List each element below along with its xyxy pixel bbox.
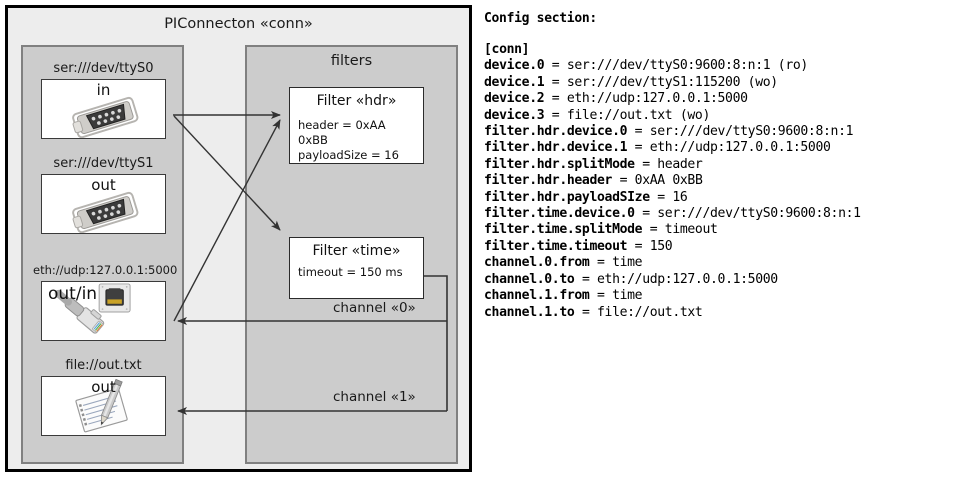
filter-props-hdr: header = 0xAA 0xBB payloadSize = 16	[298, 118, 419, 163]
config-line: filter.time.device.0 = ser:///dev/ttyS0:…	[484, 206, 961, 222]
device-direction-ttys0: in	[96, 81, 111, 99]
config-line-key: device.0	[484, 58, 545, 74]
text-file-icon	[75, 378, 128, 433]
config-line: filter.hdr.device.0 = ser:///dev/ttyS0:9…	[484, 124, 961, 140]
config-line-value: = eth://udp:127.0.0.1:5000	[574, 271, 778, 287]
config-line: device.0 = ser:///dev/ttyS0:9600:8:n:1 (…	[484, 58, 961, 74]
config-line-key: filter.hdr.header	[484, 173, 613, 189]
config-line: device.2 = eth://udp:127.0.0.1:5000	[484, 91, 961, 107]
config-line-value: = time	[589, 288, 643, 304]
config-line-key: channel.0.to	[484, 271, 575, 287]
config-line-key: filter.time.timeout	[484, 238, 628, 254]
device-direction-ttys1: out	[91, 176, 116, 194]
config-line-value: = ser:///dev/ttyS0:9600:8:n:1	[627, 124, 854, 140]
config-line: filter.time.splitMode = timeout	[484, 222, 961, 238]
config-line-key: filter.time.splitMode	[484, 222, 643, 238]
config-line-value: = time	[589, 255, 643, 271]
config-line-value: = file://out.txt (wo)	[544, 107, 711, 123]
config-line-value: = ser:///dev/ttyS1:115200 (wo)	[544, 74, 778, 90]
config-line-key: device.2	[484, 91, 545, 107]
config-line: [conn]	[484, 42, 961, 58]
config-line-key: filter.hdr.splitMode	[484, 156, 635, 172]
config-line: filter.hdr.device.1 = eth://udp:127.0.0.…	[484, 140, 961, 156]
device-direction-eth: out/in	[48, 284, 98, 304]
config-line-value: = ser:///dev/ttyS0:9600:8:n:1 (ro)	[544, 58, 808, 74]
device-label-ttys1: ser:///dev/ttyS1	[53, 156, 154, 171]
filter-prop: header = 0xAA 0xBB	[298, 118, 386, 147]
config-line: channel.0.to = eth://udp:127.0.0.1:5000	[484, 272, 961, 288]
config-line-key: filter.hdr.payloadSIze	[484, 189, 650, 205]
filter-box-time[interactable]: Filter «time» timeout = 150 ms	[289, 237, 424, 299]
config-line-key: channel.1.to	[484, 304, 575, 320]
device-card-ttys0[interactable]: in	[41, 79, 166, 139]
device-label-eth: eth://udp:127.0.0.1:5000	[33, 263, 178, 277]
device-entry-file[interactable]: file://out.txt out	[33, 357, 174, 436]
config-heading: Config section:	[484, 11, 597, 26]
channel-label-1: channel «1»	[333, 389, 416, 405]
filter-title-time: Filter «time»	[312, 243, 401, 259]
filter-props-time: timeout = 150 ms	[298, 265, 419, 280]
config-line-key: filter.time.device.0	[484, 206, 635, 222]
connector-container: PIConnecton «conn» ser:///dev/ttyS0 in	[5, 5, 472, 472]
device-card-eth[interactable]: out/in	[41, 281, 166, 341]
config-line-value: = eth://udp:127.0.0.1:5000	[544, 91, 748, 107]
device-direction-file: out	[91, 378, 116, 396]
channel-label-0: channel «0»	[333, 300, 416, 316]
devices-panel: ser:///dev/ttyS0 in	[21, 45, 184, 464]
config-line-key: [conn]	[484, 42, 530, 57]
config-line-value: = file://out.txt	[574, 304, 703, 320]
connector-title: PIConnecton «conn»	[164, 16, 313, 32]
filter-box-hdr[interactable]: Filter «hdr» header = 0xAA 0xBB payloadS…	[289, 87, 424, 164]
config-line: device.1 = ser:///dev/ttyS1:115200 (wo)	[484, 75, 961, 91]
device-label-ttys0: ser:///dev/ttyS0	[53, 61, 154, 76]
config-line-key: device.3	[484, 107, 545, 123]
device-entry-eth[interactable]: eth://udp:127.0.0.1:5000 out/in	[33, 262, 178, 341]
config-line: filter.hdr.payloadSIze = 16	[484, 190, 961, 206]
config-line: filter.hdr.splitMode = header	[484, 157, 961, 173]
config-text: [conn]device.0 = ser:///dev/ttyS0:9600:8…	[484, 42, 961, 321]
config-line-key: channel.0.from	[484, 255, 590, 271]
device-label-file: file://out.txt	[65, 358, 142, 373]
config-line-value: = header	[634, 156, 703, 172]
config-line: filter.hdr.header = 0xAA 0xBB	[484, 173, 961, 189]
config-line-key: device.1	[484, 74, 545, 90]
ethernet-rj45-icon	[54, 283, 131, 334]
device-entry-ttys1[interactable]: ser:///dev/ttyS1 out	[33, 155, 174, 234]
config-line-value: = 0xAA 0xBB	[612, 173, 703, 189]
config-line-value: = 16	[649, 189, 688, 205]
config-line-key: channel.1.from	[484, 288, 590, 304]
serial-db9-icon	[72, 96, 139, 138]
config-line-value: = eth://udp:127.0.0.1:5000	[627, 140, 831, 156]
device-entry-ttys0[interactable]: ser:///dev/ttyS0 in	[33, 60, 174, 139]
config-section: Config section: [conn]device.0 = ser:///…	[481, 6, 961, 476]
config-line: channel.0.from = time	[484, 255, 961, 271]
config-line-value: = 150	[627, 238, 673, 254]
device-card-file[interactable]: out	[41, 376, 166, 436]
config-line-key: filter.hdr.device.0	[484, 124, 628, 140]
config-line: device.3 = file://out.txt (wo)	[484, 108, 961, 124]
config-line-key: filter.hdr.device.1	[484, 140, 628, 156]
config-line-value: = ser:///dev/ttyS0:9600:8:n:1	[634, 206, 861, 222]
config-line: filter.time.timeout = 150	[484, 239, 961, 255]
config-line: channel.1.from = time	[484, 288, 961, 304]
filter-title-hdr: Filter «hdr»	[316, 93, 397, 109]
filter-prop: payloadSize = 16	[298, 148, 399, 162]
filters-panel-title: filters	[330, 53, 373, 69]
serial-db9-icon	[72, 191, 139, 233]
filter-prop: timeout = 150 ms	[298, 265, 403, 279]
config-line-value: = timeout	[642, 222, 718, 238]
filters-panel: filters Filter «hdr» header = 0xAA 0xBB …	[245, 45, 458, 464]
device-card-ttys1[interactable]: out	[41, 174, 166, 234]
config-line: channel.1.to = file://out.txt	[484, 305, 961, 321]
